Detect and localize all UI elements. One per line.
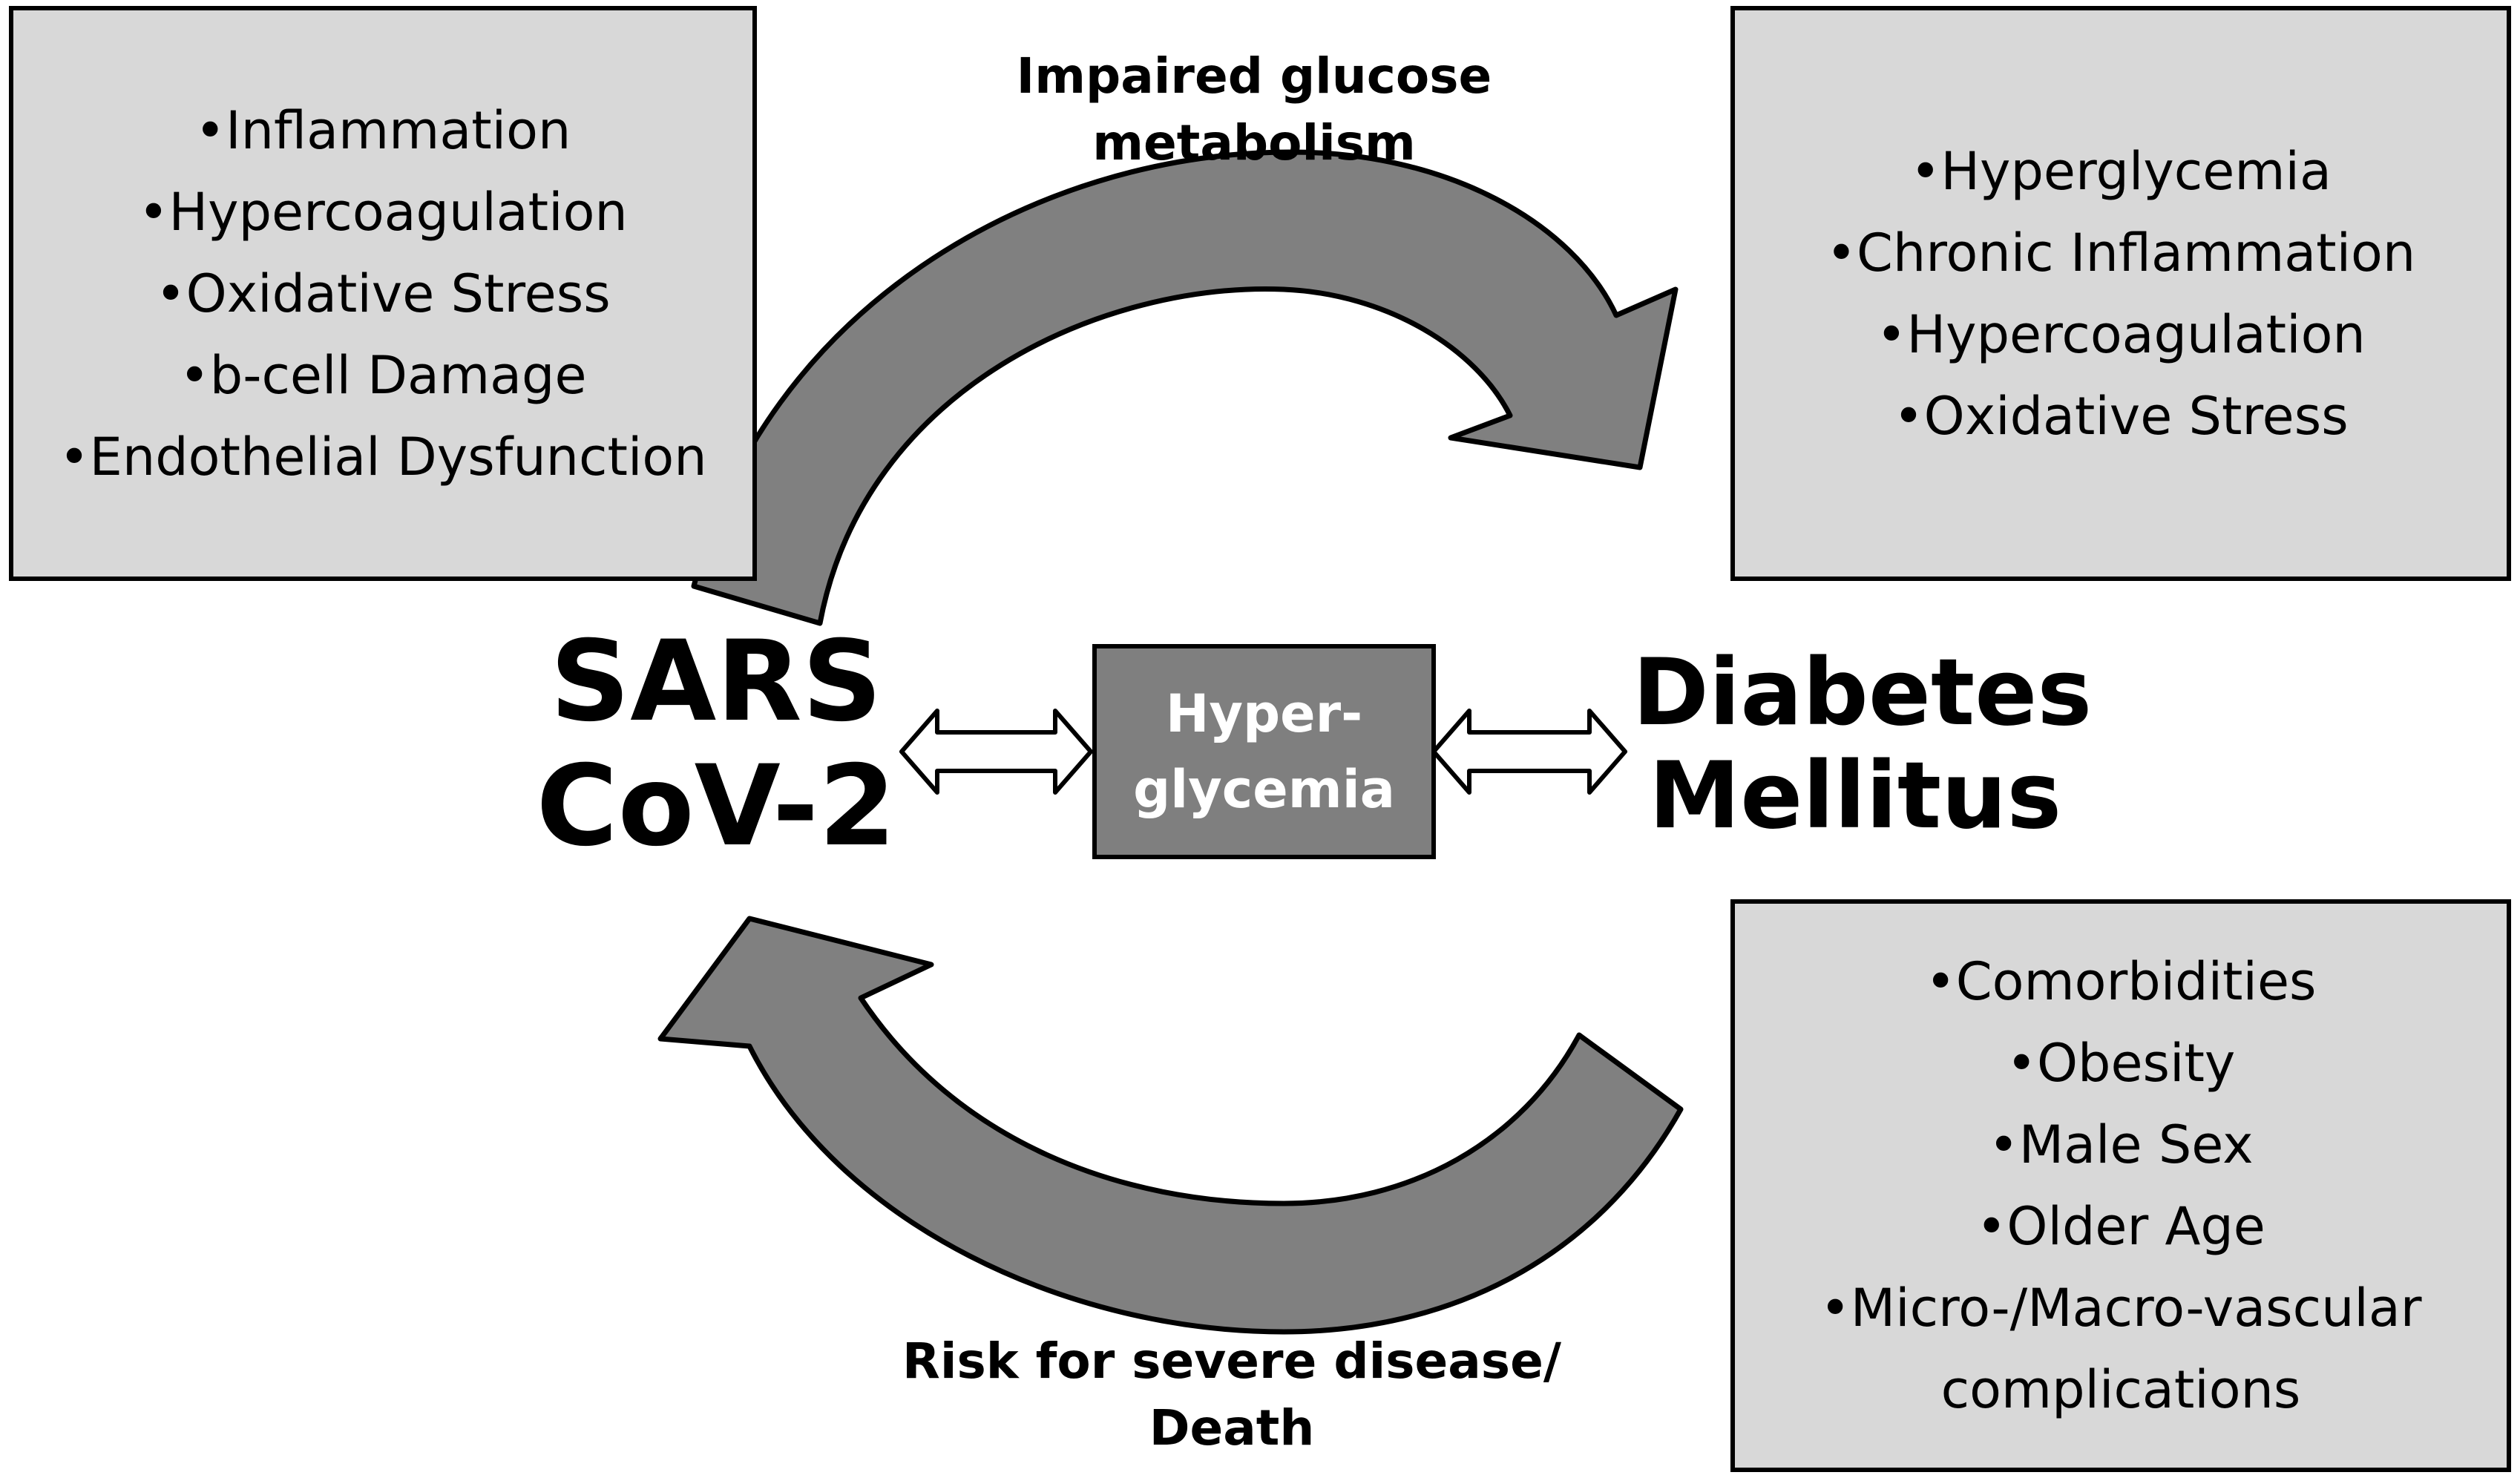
diabetes-line2: Mellitus [1648,742,2062,850]
hyperglycemia-line2: glycemia [1133,759,1395,820]
list-item: •Oxidative Stress [155,263,611,324]
hyperglycemia-box: Hyper- glycemia [1092,644,1436,859]
list-item: •Hypercoagulation [1876,303,2366,365]
list-item: •Oxidative Stress [1893,385,2349,447]
list-item: •Hypercoagulation [138,181,628,243]
list-item: •Inflammation [194,99,571,161]
top-arrow-label-line2: metabolism [1092,114,1416,171]
list-item: •Micro-/Macro-vascular [1820,1278,2422,1339]
left-double-arrow [899,709,1093,795]
list-item: •b-cell Damage [179,344,587,406]
bottom-arrow-label-line2: Death [1149,1399,1315,1456]
hyperglycemia-line1: Hyper- [1165,683,1363,744]
list-item: •Male Sex [1988,1114,2254,1175]
sars-cov2-line1: SARS [550,617,882,746]
top-curved-arrow [691,149,1679,626]
list-item: •Endothelial Dysfunction [59,426,707,487]
right-double-arrow [1431,709,1627,795]
list-item: •Hyperglycemia [1910,140,2332,202]
sars-cov2-node: SARS CoV-2 [519,620,913,869]
sars-cov2-effects-box: •Inflammation •Hypercoagulation •Oxidati… [9,6,757,581]
sars-cov2-line2: CoV-2 [536,742,896,871]
top-arrow-label: Impaired glucose metabolism [920,43,1588,177]
list-item: •Chronic Inflammation [1825,222,2416,283]
bottom-curved-arrow [657,916,1684,1335]
diabetes-mellitus-node: Diabetes Mellitus [1633,640,2093,850]
bottom-arrow-label: Risk for severe disease/ Death [861,1328,1603,1462]
diabetes-line1: Diabetes [1633,640,2093,746]
list-item: •Older Age [1976,1196,2265,1257]
list-item: •Obesity [2006,1033,2236,1094]
list-item: complications [1940,1359,2301,1420]
risk-factors-box: •Comorbidities •Obesity •Male Sex •Older… [1730,899,2511,1472]
bottom-arrow-label-line1: Risk for severe disease/ [902,1333,1561,1390]
list-item: •Comorbidities [1925,951,2317,1012]
top-arrow-label-line1: Impaired glucose [1016,47,1492,105]
diabetes-effects-box: •Hyperglycemia •Chronic Inflammation •Hy… [1730,6,2511,581]
